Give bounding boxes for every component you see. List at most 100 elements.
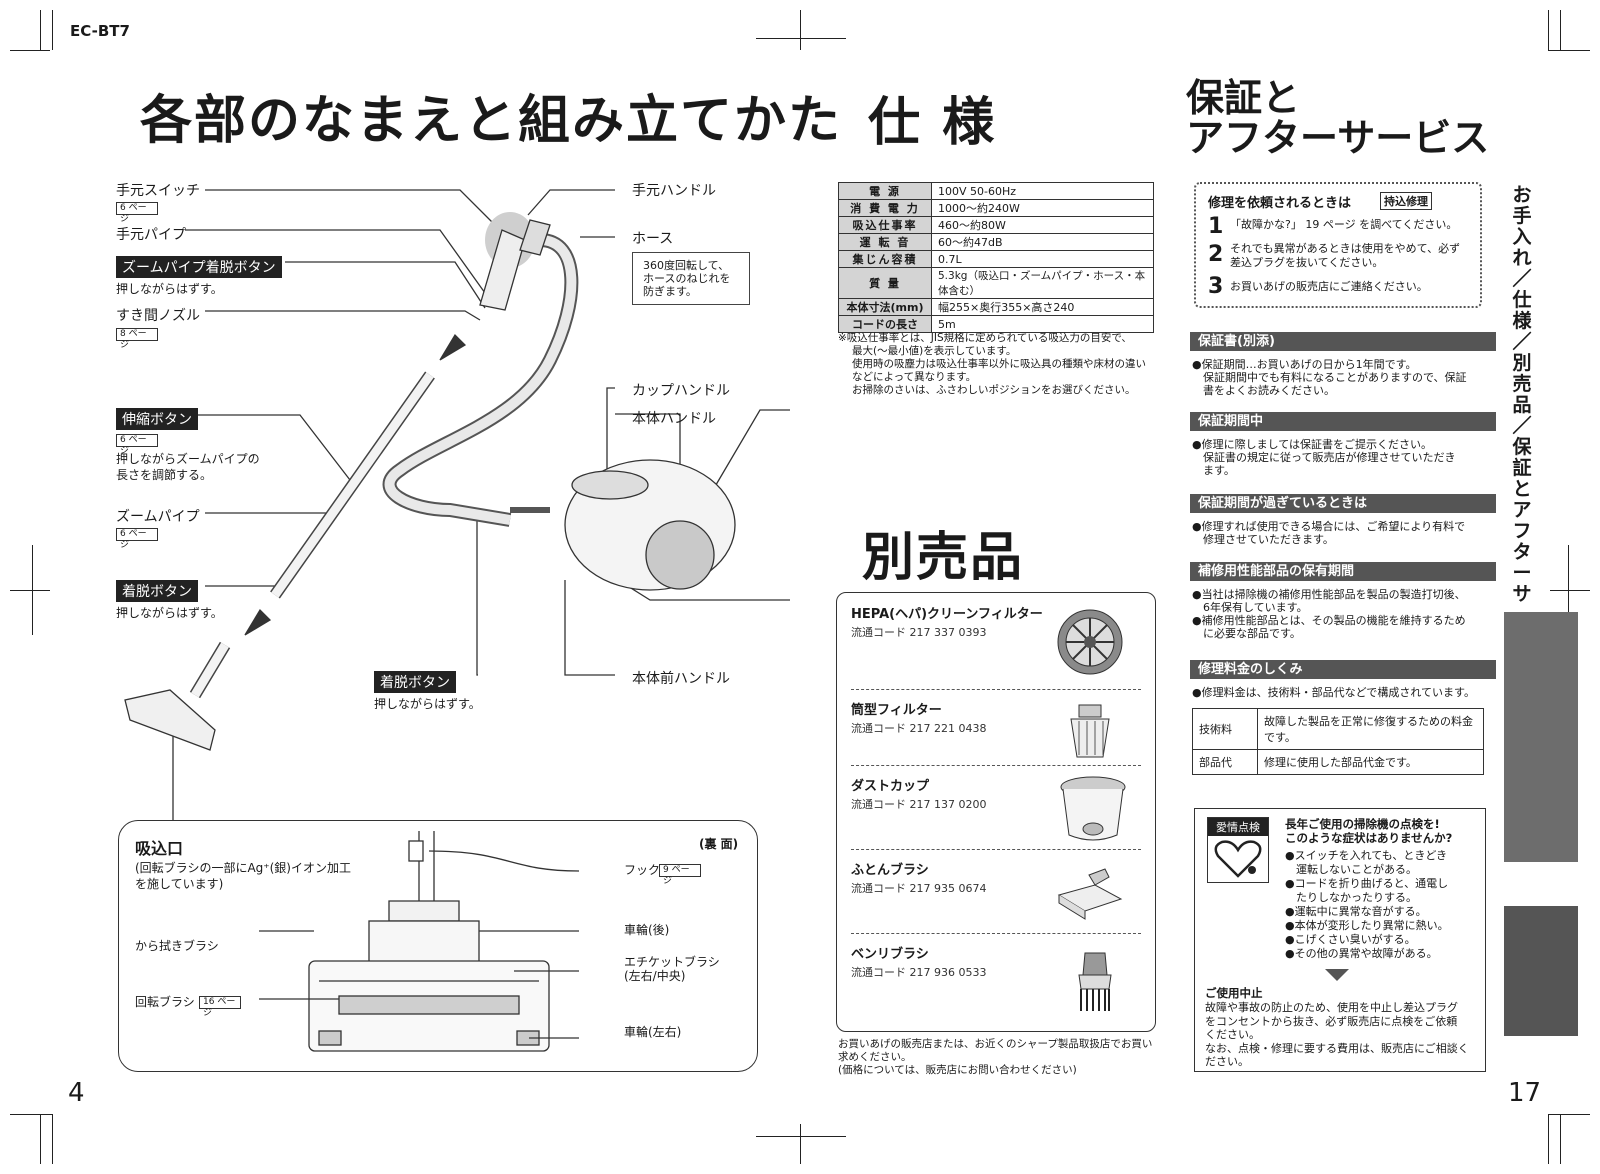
label-front-handle: 本体前ハンドル [632, 671, 730, 687]
accessories-title-text: 別売品 [862, 528, 1025, 588]
crop-mark [1560, 1114, 1561, 1164]
fee-value: 故障した製品を正常に修復するための料金です。 [1257, 708, 1484, 750]
page-number-left: 4 [68, 1078, 85, 1108]
label-hand-handle: 手元ハンドル [632, 183, 716, 199]
futon-brush-icon [1057, 868, 1123, 920]
label-side-wheels: 車輪(左右) [624, 1025, 682, 1039]
page-number-right: 17 [1508, 1078, 1542, 1108]
body-line: ます。 [1192, 464, 1235, 477]
repair-request-box: 修理を依頼されるときは 持込修理 1 「故障かな?」 19 ページ を調べてくだ… [1194, 182, 1482, 308]
step-number: 1 [1208, 214, 1224, 239]
label-crevice-nozzle: すき間ノズル [116, 308, 200, 324]
symptom-line: ●こげくさい臭いがする。 [1285, 933, 1416, 946]
detach2-desc: 押しながらはずす。 [374, 697, 481, 711]
section-body: ●当社は掃除機の補修用性能部品を製品の製造打切後、 6年保有しています。 ●補修… [1192, 588, 1480, 640]
section-body: ●保証期間…お買いあげの日から1年間です。 保証期間中でも有料になることがありま… [1192, 358, 1480, 397]
crop-mark [52, 10, 53, 50]
body-line: 書をよくお読みください。 [1192, 384, 1335, 397]
accessories-footer: お買いあげの販売店または、お近くのシャープ製品取扱店でお買い 求めください。 (… [838, 1038, 1152, 1077]
spec-value: 5m [931, 315, 1154, 333]
symptom-list: ●スイッチを入れても、ときどき 運転しないことがある。 ●コードを折り曲げると、… [1285, 849, 1449, 961]
telescope-desc: 長さを調節する。 [116, 468, 213, 482]
side-tab [1504, 906, 1578, 1036]
crop-mark [40, 10, 41, 50]
symptom-line: ●スイッチを入れても、ときどき [1285, 849, 1448, 862]
footer-line: 求めください。 [838, 1051, 912, 1063]
back-view-label: (裏 面) [699, 837, 739, 851]
section-body: ●修理に際しましては保証書をご提示ください。 保証書の規定に従って販売店が修理さ… [1192, 438, 1480, 477]
spec-footnote: ※吸込仕事率とは、JIS規格に定められている吸込力の目安で、 最大(～最小値)を… [838, 332, 1146, 397]
warranty-title-line1: 保証と [1186, 76, 1301, 120]
symptom-line: ●本体が変形したり異常に熱い。 [1285, 919, 1449, 932]
section-body: ●修理料金は、技術料・部品代などで構成されています。 [1192, 686, 1480, 699]
crop-mark [1548, 50, 1590, 51]
body-line: 6年保有しています。 [1192, 601, 1308, 614]
spec-key: 吸込仕事率 [838, 216, 932, 234]
crop-mark [1550, 590, 1590, 591]
label-hand-pipe: 手元パイプ [116, 227, 186, 243]
crop-mark [10, 1114, 52, 1115]
spec-value: 460～約80W [931, 216, 1154, 234]
symptom-line: 運転しないことがある。 [1285, 863, 1417, 876]
step-text: 「故障かな?」 19 ページ を調べてください。 [1230, 218, 1458, 231]
step-number: 2 [1208, 242, 1224, 267]
section-head: 保証期間中 [1190, 412, 1496, 431]
model-number: EC-BT7 [70, 22, 130, 40]
stop-line: なお、点検・修理に要する費用は、販売店にご相談く [1205, 1041, 1469, 1055]
warranty-title-line2: アフターサービス [1186, 116, 1490, 160]
fee-key: 部品代 [1192, 749, 1258, 775]
check-head-line: このような症状はありませんか? [1285, 831, 1453, 845]
down-arrow-icon [1325, 969, 1349, 981]
accessory-name: HEPA(ヘパ)クリーンフィルター [851, 607, 1043, 622]
spec-key: コードの長さ [838, 315, 932, 333]
accessory-item: ベンリブラシ 流通コード 217 936 0533 [851, 943, 986, 980]
fee-key: 技術料 [1192, 708, 1258, 750]
footer-line: (価格については、販売店にお問い合わせください) [838, 1064, 1077, 1076]
dust-cup-icon [1060, 776, 1126, 841]
separator [851, 933, 1141, 934]
crop-mark [800, 10, 801, 50]
crop-mark [756, 38, 846, 39]
label-zoom-pipe: ズームパイプ [116, 509, 200, 525]
section-head: 保証書(別添) [1190, 332, 1496, 351]
section-head: 補修用性能部品の保有期間 [1190, 562, 1496, 581]
safety-check-box: 愛情点検 長年ご使用の掃除機の点検を! このような症状はありませんか? ●スイッ… [1194, 808, 1486, 1072]
label-telescope-button: 伸縮ボタン [116, 408, 198, 430]
page-ref: 16 ページ [199, 996, 241, 1018]
fee-value: 修理に使用した部品代金です。 [1257, 749, 1484, 775]
telescope-desc: 押しながらズームパイプの [116, 452, 260, 466]
accessories-title: 別売品 [842, 515, 1025, 590]
spec-value: 100V 50-60Hz [931, 182, 1154, 200]
crop-mark [40, 1114, 41, 1164]
separator [851, 765, 1141, 766]
spec-value: 60～約47dB [931, 233, 1154, 251]
label-etiquette-brush-pos: (左右/中央) [624, 969, 686, 983]
spec-key: 運 転 音 [838, 233, 932, 251]
label-hook: フック [624, 863, 661, 877]
fee-row: 技術料 故障した製品を正常に修復するための料金です。 [1192, 708, 1484, 750]
label-cup-handle: カップハンドル [632, 383, 730, 399]
nozzle-bottom-illustration [259, 831, 580, 1052]
symptom-line: たりしなかったりする。 [1285, 891, 1417, 904]
page-title-parts: 各部のなまえと組み立てかた [118, 78, 842, 153]
accessories-box: HEPA(ヘパ)クリーンフィルター 流通コード 217 337 0393 筒型フ… [836, 592, 1156, 1032]
spec-key: 電 源 [838, 182, 932, 200]
crop-mark [52, 1114, 53, 1164]
symptom-line: ●コードを折り曲げると、通電し [1285, 877, 1449, 890]
crop-mark [10, 590, 50, 591]
stop-use-body: 故障や事故の防止のため、使用を中止し差込プラグ をコンセントから抜き、必ず販売店… [1205, 1001, 1477, 1069]
detach-desc: 押しながらはずす。 [116, 606, 223, 620]
side-tab [1504, 612, 1578, 862]
step-text: お買いあげの販売店にご連絡ください。 [1230, 280, 1428, 293]
carry-in-tag: 持込修理 [1380, 192, 1432, 210]
body-line: ●修理に際しましては保証書をご提示ください。 [1192, 438, 1433, 451]
spec-value: 0.7L [931, 250, 1154, 268]
spec-key: 本体寸法(mm) [838, 298, 932, 316]
accessory-code: 流通コード 217 221 0438 [851, 722, 987, 735]
hepa-filter-icon [1057, 609, 1123, 675]
step-text: それでも異常があるときは使用をやめて、必ず差込プラグを抜いてください。 [1230, 242, 1461, 269]
